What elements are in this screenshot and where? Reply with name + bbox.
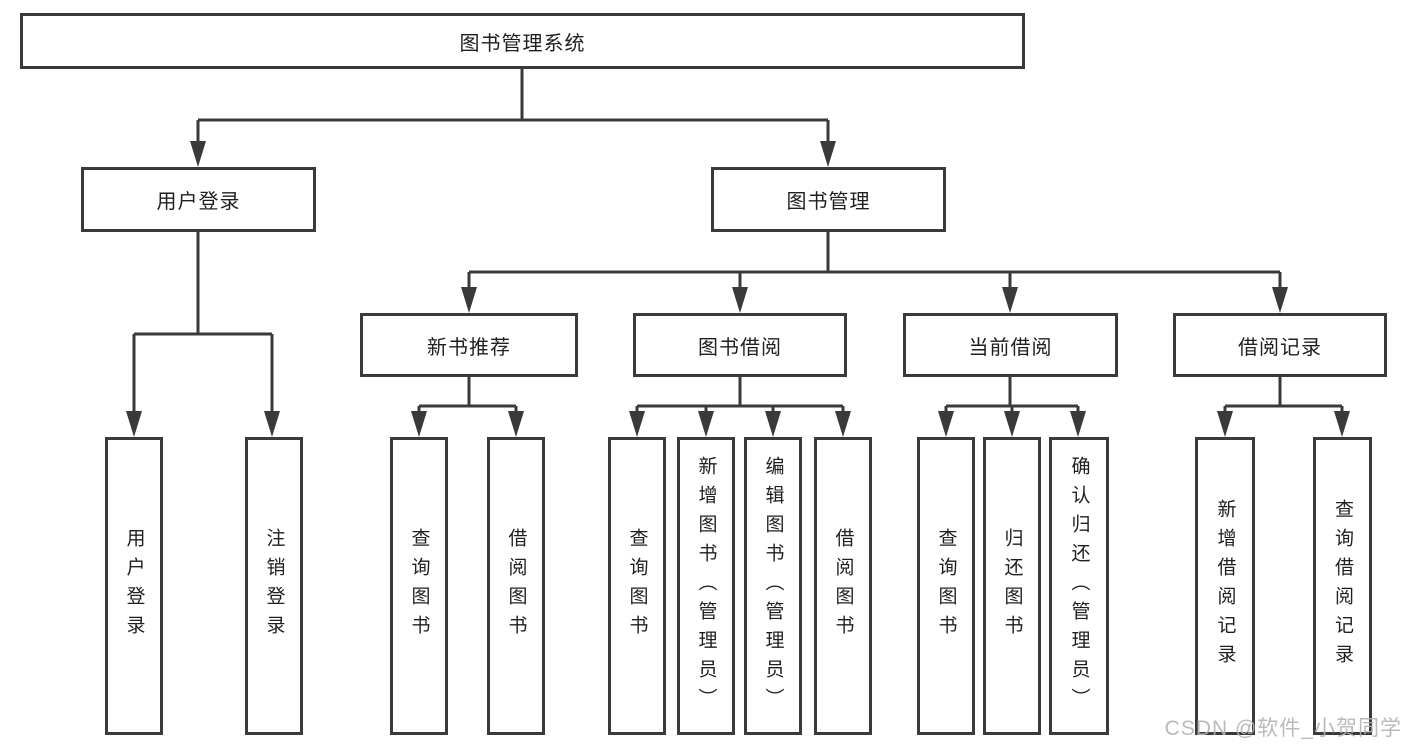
node-user-login-branch: 用户登录	[81, 167, 316, 232]
leaf-logout: 注销登录	[245, 437, 303, 735]
arrow-down-icon	[835, 411, 851, 437]
arrow-down-icon	[461, 287, 477, 313]
leaf-return-book: 归还图书	[983, 437, 1041, 735]
leaf-add-borrow-record: 新增借阅记录	[1195, 437, 1255, 735]
leaf-user-login: 用户登录	[105, 437, 163, 735]
leaf-edit-book-admin: 编辑图书（管理员）	[744, 437, 802, 735]
arrow-down-icon	[938, 411, 954, 437]
leaf-query-books-borrow: 查询图书	[608, 437, 666, 735]
watermark: CSDN @软件_小贺同学	[1164, 717, 1402, 740]
arrow-down-icon	[1334, 411, 1350, 437]
leaf-query-books-recommend: 查询图书	[390, 437, 448, 735]
leaf-borrow-books-borrow: 借阅图书	[814, 437, 872, 735]
arrow-down-icon	[1070, 411, 1086, 437]
arrow-down-icon	[264, 411, 280, 437]
leaf-query-books-current: 查询图书	[917, 437, 975, 735]
arrow-down-icon	[629, 411, 645, 437]
arrow-down-icon	[732, 287, 748, 313]
node-book-borrow: 图书借阅	[633, 313, 847, 377]
connector-lines	[132, 69, 1344, 413]
arrow-down-icon	[190, 141, 206, 167]
leaf-confirm-return-admin: 确认归还（管理员）	[1049, 437, 1109, 735]
arrow-down-icon	[1272, 287, 1288, 313]
arrow-down-icon	[820, 141, 836, 167]
arrow-down-icon	[1217, 411, 1233, 437]
arrow-down-icon	[1004, 411, 1020, 437]
arrow-down-icon	[508, 411, 524, 437]
arrow-down-icon	[698, 411, 714, 437]
arrow-down-icon	[765, 411, 781, 437]
arrow-down-icon	[1002, 287, 1018, 313]
node-current-borrow: 当前借阅	[903, 313, 1118, 377]
leaf-query-borrow-record: 查询借阅记录	[1313, 437, 1372, 735]
node-root: 图书管理系统	[20, 13, 1025, 69]
leaf-borrow-books-recommend: 借阅图书	[487, 437, 545, 735]
arrow-down-icon	[126, 411, 142, 437]
leaf-add-book-admin: 新增图书（管理员）	[677, 437, 735, 735]
arrow-down-icon	[411, 411, 427, 437]
node-new-book-recommend: 新书推荐	[360, 313, 578, 377]
node-book-management-branch: 图书管理	[711, 167, 946, 232]
node-borrow-records: 借阅记录	[1173, 313, 1387, 377]
arrowhead-icons	[126, 141, 1350, 437]
